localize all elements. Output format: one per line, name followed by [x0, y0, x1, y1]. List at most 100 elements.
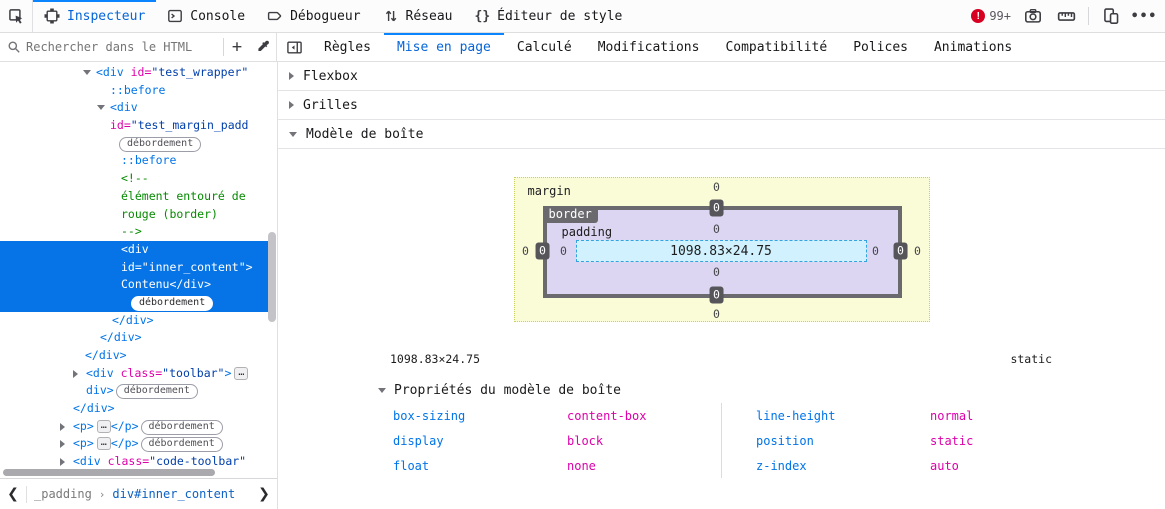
tree-node-selected[interactable]: débordement [0, 293, 276, 312]
tree-node[interactable]: rouge (border) [0, 206, 276, 224]
border-left-value[interactable]: 0 [535, 242, 550, 260]
overflow-badge[interactable]: débordement [115, 384, 198, 400]
tree-node[interactable]: <div id="test_wrapper" [0, 64, 276, 82]
tree-node[interactable]: <div class="code-toolbar" [0, 453, 276, 471]
toolbox-tab-editeur-de-style[interactable]: {}Éditeur de style [464, 0, 634, 32]
measuring-tool-button[interactable] [1055, 4, 1077, 28]
element-position: static [1010, 352, 1052, 366]
tree-node[interactable]: <div class="toolbar">… [0, 365, 276, 383]
toolbox-tab-debogueur[interactable]: Débogueur [256, 0, 371, 32]
border-bottom-value[interactable]: 0 [709, 286, 724, 304]
property-value: normal [930, 408, 974, 423]
tree-node[interactable]: id="test_margin_padd [0, 117, 276, 135]
expand-ellipsis[interactable]: … [234, 366, 249, 380]
margin-right-value[interactable]: 0 [914, 244, 921, 258]
toggle-panes-button[interactable] [277, 33, 311, 61]
tree-node[interactable]: ::before [0, 82, 276, 100]
sidebar-tab-polices[interactable]: Polices [853, 39, 908, 55]
sidebar-tab-mise-en-page[interactable]: Mise en page [383, 33, 504, 61]
overflow-badge[interactable]: débordement [119, 136, 202, 152]
chevron-down-icon[interactable] [83, 70, 91, 75]
breadcrumb-back-button[interactable]: ❮ [7, 486, 19, 502]
breadcrumb-item-div-inner-content[interactable]: div#inner_content [112, 487, 236, 501]
chevron-right-icon[interactable] [60, 422, 65, 431]
add-node-button[interactable]: + [224, 33, 250, 61]
toolbox-tab-reseau[interactable]: Réseau [372, 0, 464, 32]
overflow-badge[interactable]: débordement [140, 437, 223, 453]
layout-section-grilles[interactable]: Grilles [278, 91, 1165, 120]
padding-top-value[interactable]: 0 [713, 222, 720, 236]
chevron-right-icon[interactable] [73, 369, 78, 378]
responsive-design-icon [1104, 8, 1119, 24]
tree-node[interactable]: </div> [0, 347, 276, 365]
horizontal-scrollbar[interactable] [3, 469, 215, 476]
code-segment: class= [120, 365, 163, 380]
search-separator [223, 38, 224, 56]
code-segment: <div [121, 241, 149, 256]
property-name: display [393, 433, 444, 448]
tree-node[interactable]: <p>…</p>débordement [0, 435, 276, 453]
responsive-design-button[interactable] [1100, 4, 1122, 28]
code-segment: </div> [73, 401, 115, 416]
tree-node[interactable]: </div> [0, 312, 276, 330]
error-count-button[interactable]: ! 99+ [971, 9, 1011, 23]
search-input[interactable] [26, 40, 223, 54]
expand-ellipsis[interactable]: … [96, 437, 111, 451]
padding-right-value[interactable]: 0 [872, 244, 879, 258]
pick-element-button[interactable] [0, 0, 33, 32]
layout-section-flexbox[interactable]: Flexbox [278, 62, 1165, 91]
sidebar-tab-modifications[interactable]: Modifications [597, 39, 700, 55]
sidebar-tab-animations[interactable]: Animations [933, 39, 1013, 55]
tree-node[interactable]: <div [0, 99, 276, 117]
margin-bottom-value[interactable]: 0 [713, 307, 720, 321]
sidebar-tabs: Règles Mise en page Calculé Modifications Co… [311, 33, 1025, 61]
sidebar-tab-compatibilite[interactable]: Compatibilité [725, 39, 828, 55]
chevron-down-icon[interactable] [97, 105, 105, 111]
code-segment: id= [121, 259, 142, 274]
tree-node-selected[interactable]: Contenu</div> [0, 276, 276, 294]
section-label: Modèle de boîte [306, 126, 424, 142]
breadcrumb-item--padding[interactable]: _padding [34, 487, 92, 501]
tree-node[interactable]: <!-- [0, 170, 276, 188]
expand-ellipsis[interactable]: … [96, 419, 111, 433]
breadcrumb-forward-button[interactable]: ❯ [258, 486, 270, 502]
margin-top-value[interactable]: 0 [713, 180, 720, 194]
border-right-value[interactable]: 0 [893, 242, 908, 260]
overflow-badge[interactable]: débordement [140, 419, 223, 435]
tree-node-selected[interactable]: <div [0, 240, 276, 259]
screenshot-button[interactable] [1022, 4, 1044, 28]
vertical-scrollbar[interactable] [268, 232, 276, 322]
box-model-diagram: 1098.83×24.75 margin border padding 0 0 … [513, 177, 930, 322]
margin-left-value[interactable]: 0 [522, 244, 529, 258]
toolbox-tab-console[interactable]: Console [156, 0, 256, 32]
chevron-right-icon[interactable] [60, 440, 65, 449]
layout-section-modele-de-boite[interactable]: Modèle de boîte [278, 120, 1165, 149]
eyedropper-button[interactable] [250, 33, 276, 61]
tree-node[interactable]: div>débordement [0, 382, 276, 400]
padding-left-value[interactable]: 0 [560, 244, 567, 258]
box-model-properties-header[interactable]: Propriétés du modèle de boîte [278, 383, 1165, 398]
sidebar-tab-regles[interactable]: Règles [324, 39, 371, 55]
tree-node-selected[interactable]: id="inner_content"> [0, 258, 276, 277]
tree-node[interactable]: élément entouré de [0, 188, 276, 206]
box-model-content-region[interactable]: 1098.83×24.75 [575, 240, 867, 262]
tree-node[interactable]: ::before [0, 152, 276, 170]
code-segment: "test_wrapper" [151, 65, 249, 79]
padding-bottom-value[interactable]: 0 [713, 265, 720, 279]
devtools-menu-button[interactable]: ••• [1130, 8, 1158, 24]
tree-node[interactable]: </div> [0, 400, 276, 418]
chevron-right-icon[interactable] [60, 458, 65, 467]
tree-node[interactable]: <p>…</p>débordement [0, 418, 276, 436]
border-top-value[interactable]: 0 [709, 199, 724, 217]
sidebar-tab-calcule[interactable]: Calculé [516, 39, 572, 55]
tree-node[interactable]: </div> [0, 329, 276, 347]
toolbox-tab-inspecteur[interactable]: Inspecteur [33, 0, 157, 32]
tree-node[interactable]: --> [0, 223, 276, 241]
overflow-badge[interactable]: débordement [131, 295, 214, 311]
tree-node[interactable]: débordement [0, 135, 276, 153]
tab-label: Console [190, 8, 246, 24]
